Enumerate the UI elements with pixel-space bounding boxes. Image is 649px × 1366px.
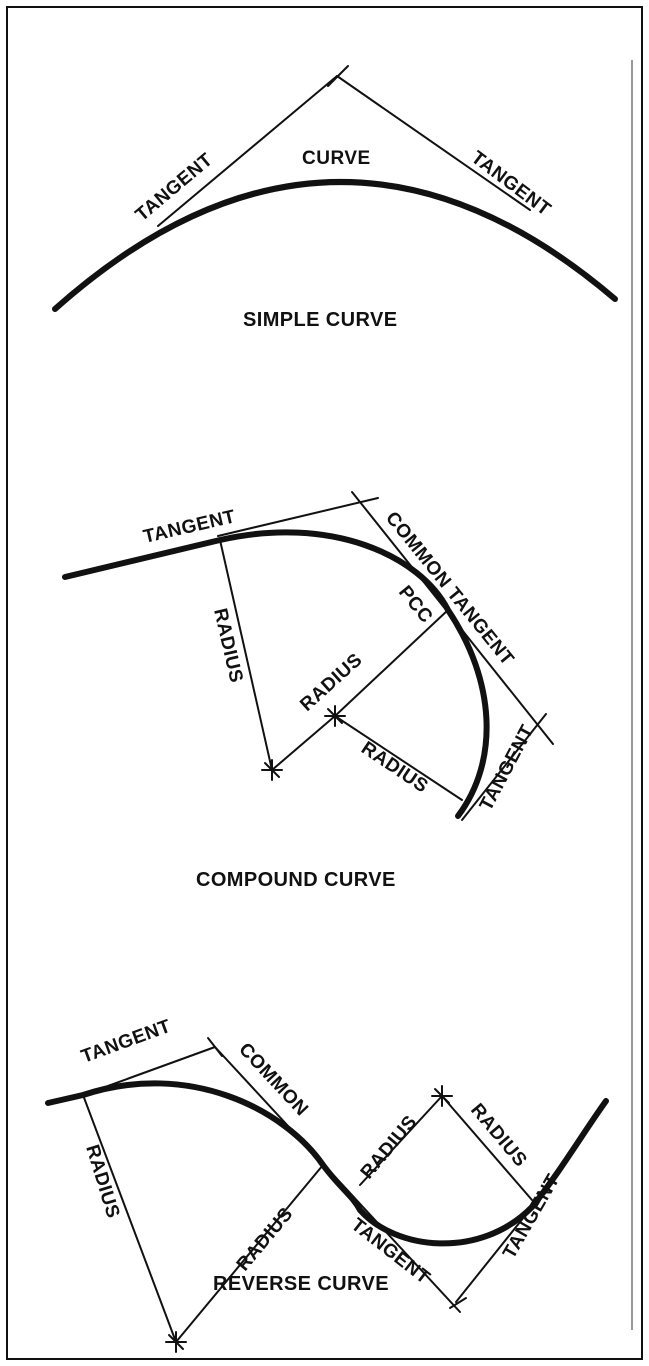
reverse-tangent-right-line (455, 1206, 533, 1303)
reverse-radius-up-left-label: RADIUS (357, 1112, 422, 1184)
reverse-center-left (165, 1331, 187, 1353)
reverse-radius-left-line (82, 1094, 177, 1343)
reverse-radius-left-label: RADIUS (81, 1142, 123, 1221)
simple-curve-caption: SIMPLE CURVE (243, 309, 397, 331)
simple-pi-tick (327, 65, 349, 87)
compound-radius-left-label: RADIUS (209, 606, 247, 685)
simple-tangent-right-line (336, 75, 531, 211)
simple-tangent-left-line (157, 75, 338, 227)
compound-curve-arc (62, 529, 490, 819)
compound-radius-lower-label: RADIUS (357, 738, 432, 798)
compound-tangent-right-line (461, 713, 547, 821)
reverse-tangent-bottom-label: TANGENT (347, 1214, 434, 1288)
compound-radius-middle-label: RADIUS (296, 649, 366, 715)
reverse-radius-up-left-line (359, 1095, 443, 1186)
compound-tangent-top-line (217, 497, 379, 537)
compound-radius-middle-line (334, 609, 449, 717)
simple-curve-label: CURVE (302, 148, 371, 169)
compound-radius-connector (271, 715, 336, 771)
reverse-tangent-left-label: TANGENT (79, 1016, 174, 1068)
reverse-tangent-right-label: TANGENT (499, 1171, 564, 1263)
compound-center-left (261, 759, 283, 781)
reverse-center-upper (431, 1085, 453, 1107)
reverse-curve-group: TANGENT COMMON RADIUS RADIUS RADIUS RADI… (45, 1016, 609, 1353)
compound-radius-lower-line (334, 715, 463, 801)
compound-curve-caption: COMPOUND CURVE (196, 869, 396, 891)
reverse-radius-up-right-line (441, 1095, 533, 1201)
compound-radius-left-line (219, 539, 273, 771)
simple-curve-group: TANGENT CURVE TANGENT SIMPLE CURVE (52, 65, 618, 331)
simple-curve-arc (52, 178, 618, 312)
reverse-tick-bottom (449, 1297, 467, 1309)
compound-curve-group: TANGENT COMMON TANGENT PCC RADIUS RADIUS… (62, 491, 554, 891)
compound-center-middle (324, 705, 346, 727)
reverse-curve-arc (45, 1080, 609, 1247)
reverse-radius-middle-label: RADIUS (233, 1204, 298, 1276)
outer-frame (6, 6, 643, 1360)
reverse-radius-middle-line (175, 1164, 324, 1343)
